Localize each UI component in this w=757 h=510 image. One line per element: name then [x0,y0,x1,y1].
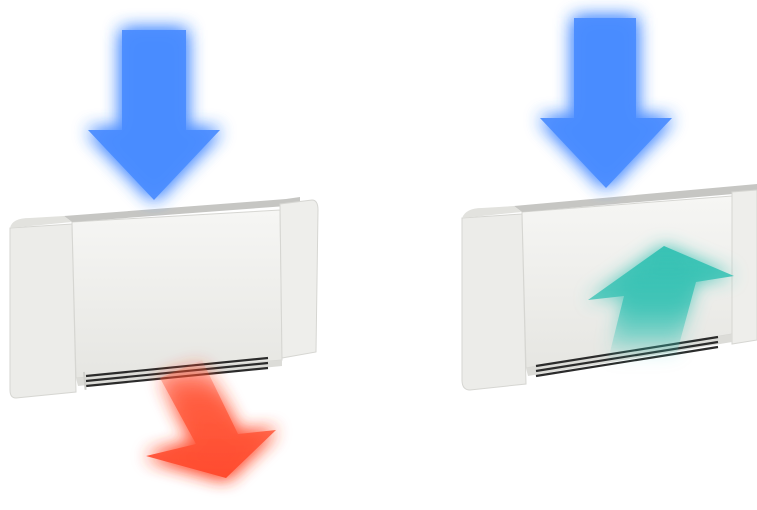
casing-left-cap [461,213,527,391]
outflow-arrow-cool-air [588,246,734,360]
top-grille [514,184,757,212]
casing-right-cap [731,189,757,345]
intake-arrow-air [540,18,672,188]
casing-right-cap [279,199,319,359]
fan-coil-unit-cooling [461,18,757,391]
casing-left-cap [9,223,77,399]
fan-coil-unit-heating [9,30,319,478]
intake-arrow-cold-air [88,30,220,200]
casing-front-panel [71,209,283,379]
top-grille [64,197,300,222]
outflow-arrow-warm-air [146,360,276,478]
